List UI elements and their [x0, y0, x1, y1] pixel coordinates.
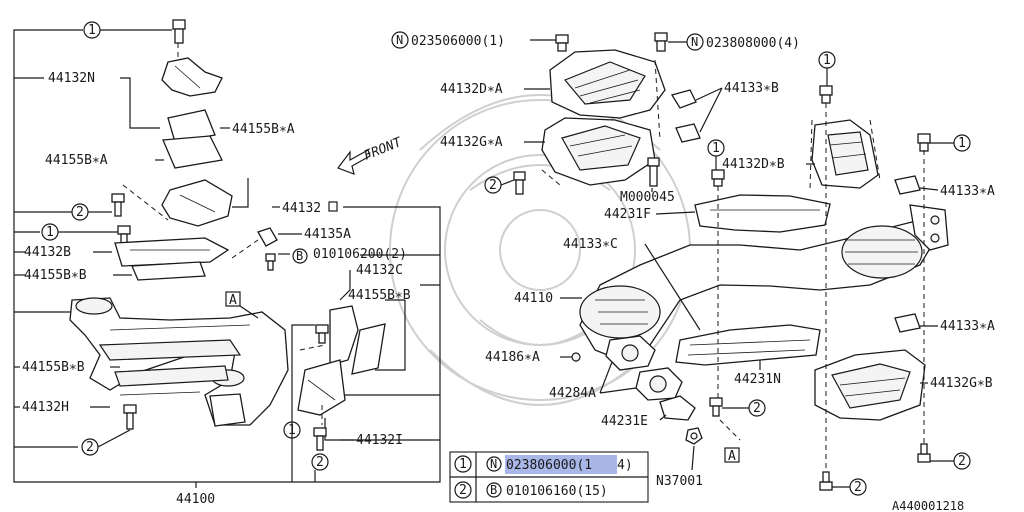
legend-highlight — [505, 455, 617, 474]
callout-1-right — [283, 421, 301, 439]
svg-text:A: A — [728, 449, 736, 464]
label-44155bb-left: 44155B∗B — [24, 268, 87, 283]
label-44155ba-top: 44155B∗A — [232, 122, 295, 137]
label-44186a: 44186∗A — [485, 350, 540, 365]
label-44135a: 44135A — [304, 227, 351, 242]
label-n37001: N37001 — [656, 474, 703, 489]
label-44155ba-left: 44155B∗A — [45, 153, 108, 168]
label-44155bb-mid: 44155B∗B — [348, 288, 411, 303]
label-44132n: 44132N — [48, 71, 95, 86]
fastener-legend-table: 1 N 023806000(1 4) 2 B 010106160(15) — [449, 451, 649, 503]
legend-row1-code-rest: 4) — [617, 458, 633, 473]
svg-text:2: 2 — [489, 178, 497, 193]
label-44133a-top: 44133∗A — [940, 184, 995, 199]
callout-n-nut1 — [391, 31, 409, 49]
svg-text:1: 1 — [88, 23, 96, 38]
label-44132o: 44132 — [282, 201, 321, 216]
label-m000045: M000045 — [620, 190, 675, 205]
reference-box-a-right — [724, 447, 740, 463]
label-44110: 44110 — [514, 291, 553, 306]
svg-text:1: 1 — [958, 136, 966, 151]
label-44132db: 44132D∗B — [722, 157, 785, 172]
legend-row2-code: 010106160(15) — [506, 484, 608, 499]
label-44133a-mid: 44133∗A — [940, 319, 995, 334]
exhaust-manifold-shape — [69, 297, 289, 426]
document-number: A440001218 — [892, 499, 964, 512]
callout-2-right — [311, 453, 329, 471]
label-44100: 44100 — [176, 492, 215, 507]
label-44132i: 44132I — [356, 433, 403, 448]
svg-text:2: 2 — [753, 401, 761, 416]
left-labels: 44132N 44155B∗A 44155B∗A 44132 44135A 44… — [22, 71, 411, 507]
svg-text:2: 2 — [86, 440, 94, 455]
legend-row2-prefix: B — [490, 483, 497, 497]
legend-row2-number: 2 — [459, 483, 467, 498]
label-44132ga: 44132G∗A — [440, 135, 503, 150]
svg-text:1: 1 — [288, 423, 296, 438]
svg-text:B: B — [296, 249, 303, 263]
svg-text:1: 1 — [712, 141, 720, 156]
front-label: FRONT — [362, 135, 405, 164]
label-44231e: 44231E — [601, 414, 648, 429]
svg-text:2: 2 — [76, 205, 84, 220]
callout-b-bolt — [292, 248, 308, 264]
svg-text:1: 1 — [46, 225, 54, 240]
legend-row1-number: 1 — [459, 457, 467, 472]
label-44231n: 44231N — [734, 372, 781, 387]
heat-shield-44132n-shape — [161, 57, 223, 97]
left-assembly-frame — [13, 29, 441, 488]
legend-row1-code: 023806000(1 — [506, 458, 592, 473]
label-44133c: 44133∗C — [563, 237, 618, 252]
label-bolt-010106200: 010106200(2) — [313, 247, 407, 262]
svg-text:2: 2 — [316, 455, 324, 470]
right-parts — [513, 32, 949, 491]
label-44132c: 44132C — [356, 263, 403, 278]
left-callouts: 1 2 1 B 2 1 2 A — [41, 21, 329, 471]
label-44132h: 44132H — [22, 400, 69, 415]
svg-text:1: 1 — [823, 53, 831, 68]
reference-box-a-left — [225, 291, 241, 307]
label-nut-023506000: 023506000(1) — [411, 34, 505, 49]
legend-row1-prefix: N — [490, 457, 497, 471]
label-44132b: 44132B — [24, 245, 71, 260]
right-labels: N 023506000(1) N 023808000(4) 44132D∗A 4… — [391, 31, 995, 512]
label-nut-023808000: 023808000(4) — [706, 36, 800, 51]
label-44284a: 44284A — [549, 386, 596, 401]
label-44132gb: 44132G∗B — [930, 376, 993, 391]
left-parts — [69, 19, 386, 451]
label-44231f: 44231F — [604, 207, 651, 222]
svg-text:N: N — [691, 35, 698, 49]
label-44133b: 44133∗B — [724, 81, 779, 96]
label-44155bb-low: 44155B∗B — [22, 360, 85, 375]
svg-text:2: 2 — [854, 480, 862, 495]
front-direction-indicator: FRONT — [337, 135, 405, 175]
svg-text:2: 2 — [958, 454, 966, 469]
svg-text:N: N — [396, 33, 403, 47]
label-44132da: 44132D∗A — [440, 82, 503, 97]
svg-text:A: A — [229, 293, 237, 308]
